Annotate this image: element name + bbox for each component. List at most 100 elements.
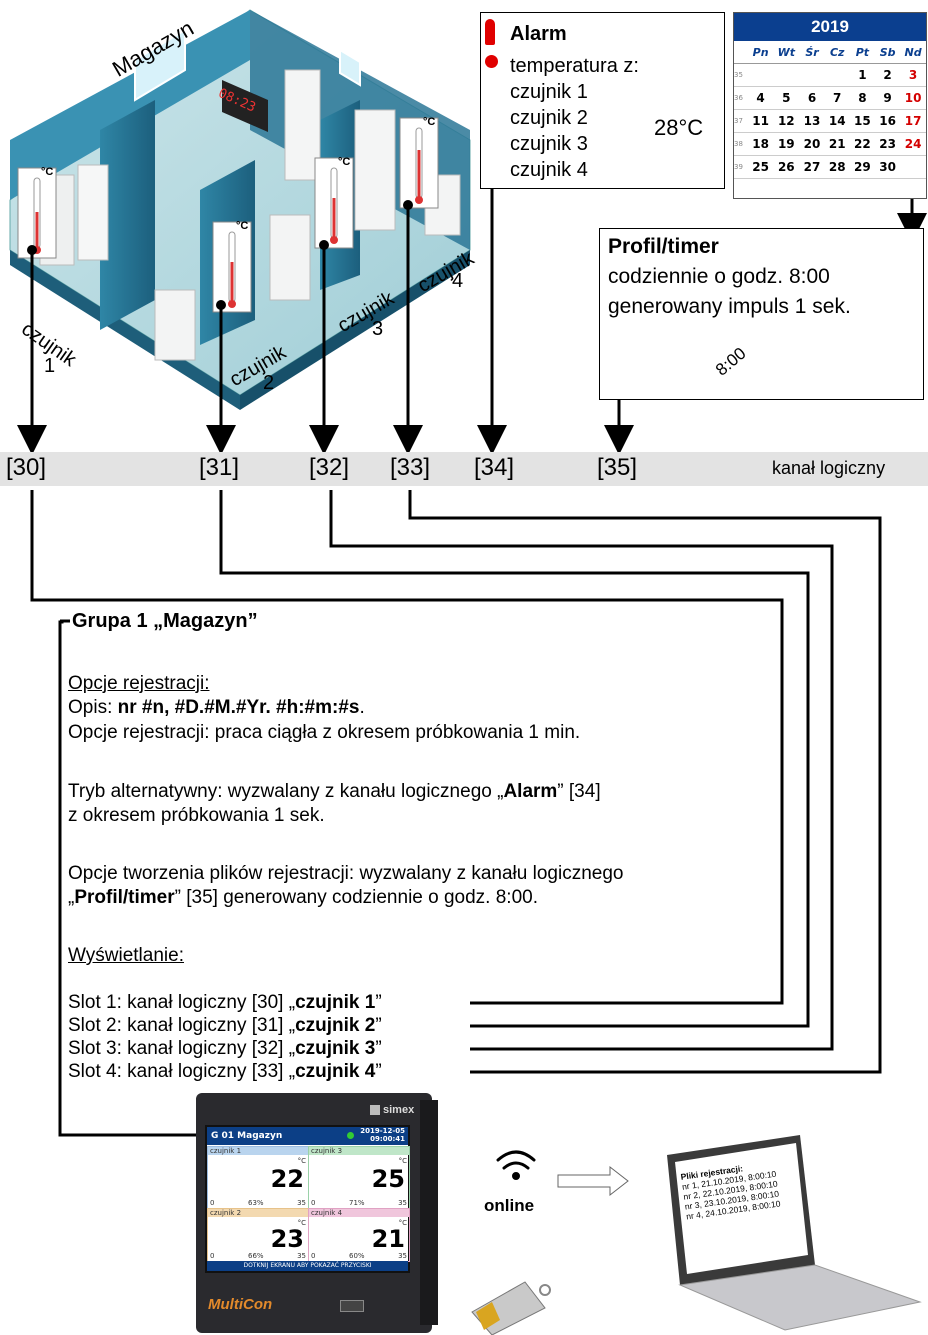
thermo-unit: °C <box>338 156 351 168</box>
laptop-icon <box>667 1135 922 1331</box>
calendar-week: 36 4 5 6 7 8 9 10 <box>734 86 926 110</box>
calendar-day: 3 <box>900 63 926 87</box>
device-header-title: G 01 Magazyn <box>211 1131 283 1141</box>
calendar-day: 1 <box>849 63 875 87</box>
alt-mode-line2: z okresem próbkowania 1 sek. <box>68 805 325 826</box>
calendar-week: 39 25 26 27 28 29 30 <box>734 155 926 179</box>
calendar-day: 14 <box>824 109 850 133</box>
calendar-day <box>773 63 800 87</box>
calendar-weekdays: Pn Wt Śr Cz Pt Sb Nd <box>734 41 926 64</box>
display-header: Wyświetlanie: <box>68 945 184 966</box>
sensor-label-num: 2 <box>263 372 275 394</box>
reg-options: Opcje rejestracji: praca ciągła z okrese… <box>68 722 581 743</box>
calendar-day: 13 <box>799 109 825 133</box>
weekday: Śr <box>799 41 825 64</box>
calendar-day <box>799 63 825 87</box>
calendar-day: 23 <box>875 132 901 156</box>
calendar-day: 18 <box>748 132 774 156</box>
weekday: Wt <box>773 41 800 64</box>
device-brand: simex <box>370 1104 414 1116</box>
alarm-sensor: czujnik 3 <box>510 133 588 155</box>
calendar-day: 9 <box>875 86 901 110</box>
calendar-day: 22 <box>849 132 875 156</box>
calendar-day: 4 <box>748 86 774 110</box>
weekday: Pt <box>849 41 875 64</box>
simex-logo-icon <box>370 1105 380 1116</box>
calendar-day: 29 <box>849 155 875 179</box>
calendar-day: 24 <box>900 132 926 156</box>
week-number: 35 <box>734 63 748 87</box>
calendar-day: 20 <box>799 132 825 156</box>
calendar-day <box>900 155 926 179</box>
profile-line2: generowany impuls 1 sek. <box>608 295 851 318</box>
calendar-day: 28 <box>824 155 850 179</box>
channel-31: [31] <box>199 454 240 481</box>
calendar-day: 15 <box>849 109 875 133</box>
calendar-day: 5 <box>773 86 800 110</box>
calendar-day: 6 <box>799 86 825 110</box>
thermometer-icon <box>17 167 57 259</box>
calendar-day: 30 <box>875 155 901 179</box>
device-footer[interactable]: DOTKNIJ EKRANU ABY POKAZAĆ PRZYCISKI <box>207 1261 408 1271</box>
thermometer-icon <box>314 157 354 249</box>
weekday: Cz <box>824 41 850 64</box>
weekday: Pn <box>748 41 774 64</box>
calendar-day: 21 <box>824 132 850 156</box>
alarm-line1: temperatura z: <box>510 55 639 77</box>
weekday: Nd <box>900 41 926 64</box>
sensor-label-num: 3 <box>372 318 384 340</box>
thermo-unit: °C <box>41 166 54 178</box>
channel-bar <box>0 452 928 486</box>
alarm-title: Alarm <box>510 23 567 45</box>
sensor-label-num: 1 <box>44 355 56 377</box>
alt-mode: Tryb alternatywny: wyzwalany z kanału lo… <box>68 781 601 802</box>
alarm-sensor: czujnik 1 <box>510 81 588 103</box>
exclamation-icon <box>485 19 497 53</box>
calendar-week: 38 18 19 20 21 22 23 24 <box>734 132 926 156</box>
calendar-day: 10 <box>900 86 926 110</box>
input-arrows <box>17 152 927 455</box>
group-title: Grupa 1 „Magazyn” <box>72 610 258 632</box>
calendar-day: 7 <box>824 86 850 110</box>
calendar-week: 35 1 2 3 <box>734 63 926 87</box>
reg-header: Opcje rejestracji: <box>68 673 210 694</box>
online-label: online <box>484 1196 535 1215</box>
week-number: 37 <box>734 109 748 133</box>
alarm-sensor: czujnik 4 <box>510 159 588 181</box>
alarm-box: Alarm temperatura z: czujnik 1 czujnik 2… <box>480 12 725 189</box>
calendar-day: 12 <box>773 109 800 133</box>
channel-33: [33] <box>390 454 431 481</box>
warehouse-illustration <box>9 9 471 410</box>
calendar-day: 11 <box>748 109 774 133</box>
transfer-arrow-icon <box>557 1165 629 1197</box>
calendar-week: 37 11 12 13 14 15 16 17 <box>734 109 926 133</box>
files-options: Opcje tworzenia plików rejestracji: wyzw… <box>68 863 624 884</box>
status-led-icon <box>347 1132 354 1139</box>
profile-title: Profil/timer <box>608 235 719 258</box>
calendar-day: 25 <box>748 155 774 179</box>
reg-description: Opis: nr #n, #D.#M.#Yr. #h:#m:#s. <box>68 697 365 718</box>
calendar-year: 2019 <box>734 13 926 41</box>
thermometer-icon <box>212 221 252 313</box>
thermo-unit: °C <box>423 116 436 128</box>
calendar-day <box>824 63 850 87</box>
channel-32: [32] <box>309 454 350 481</box>
files-options-line2: „Profil/timer” [35] generowany codzienni… <box>68 887 538 908</box>
device-model: MultiCon <box>208 1296 273 1313</box>
calendar-day: 17 <box>900 109 926 133</box>
calendar-day: 8 <box>849 86 875 110</box>
alarm-sensor: czujnik 2 <box>510 107 588 129</box>
thermometer-icon <box>399 117 439 209</box>
channel-30: [30] <box>6 454 47 481</box>
slot-3: Slot 3: kanał logiczny [32] „czujnik 3” <box>68 1038 382 1059</box>
alarm-dot-icon <box>485 55 498 68</box>
calendar-day: 19 <box>773 132 800 156</box>
slot-1: Slot 1: kanał logiczny [30] „czujnik 1” <box>68 992 382 1013</box>
profile-box: Profil/timer codziennie o godz. 8:00 gen… <box>599 228 924 400</box>
device-tile: czujnik 4 °C 21 0 60% 35 <box>308 1208 410 1262</box>
usb-stick-icon <box>471 1281 551 1335</box>
calendar-day: 2 <box>875 63 901 87</box>
